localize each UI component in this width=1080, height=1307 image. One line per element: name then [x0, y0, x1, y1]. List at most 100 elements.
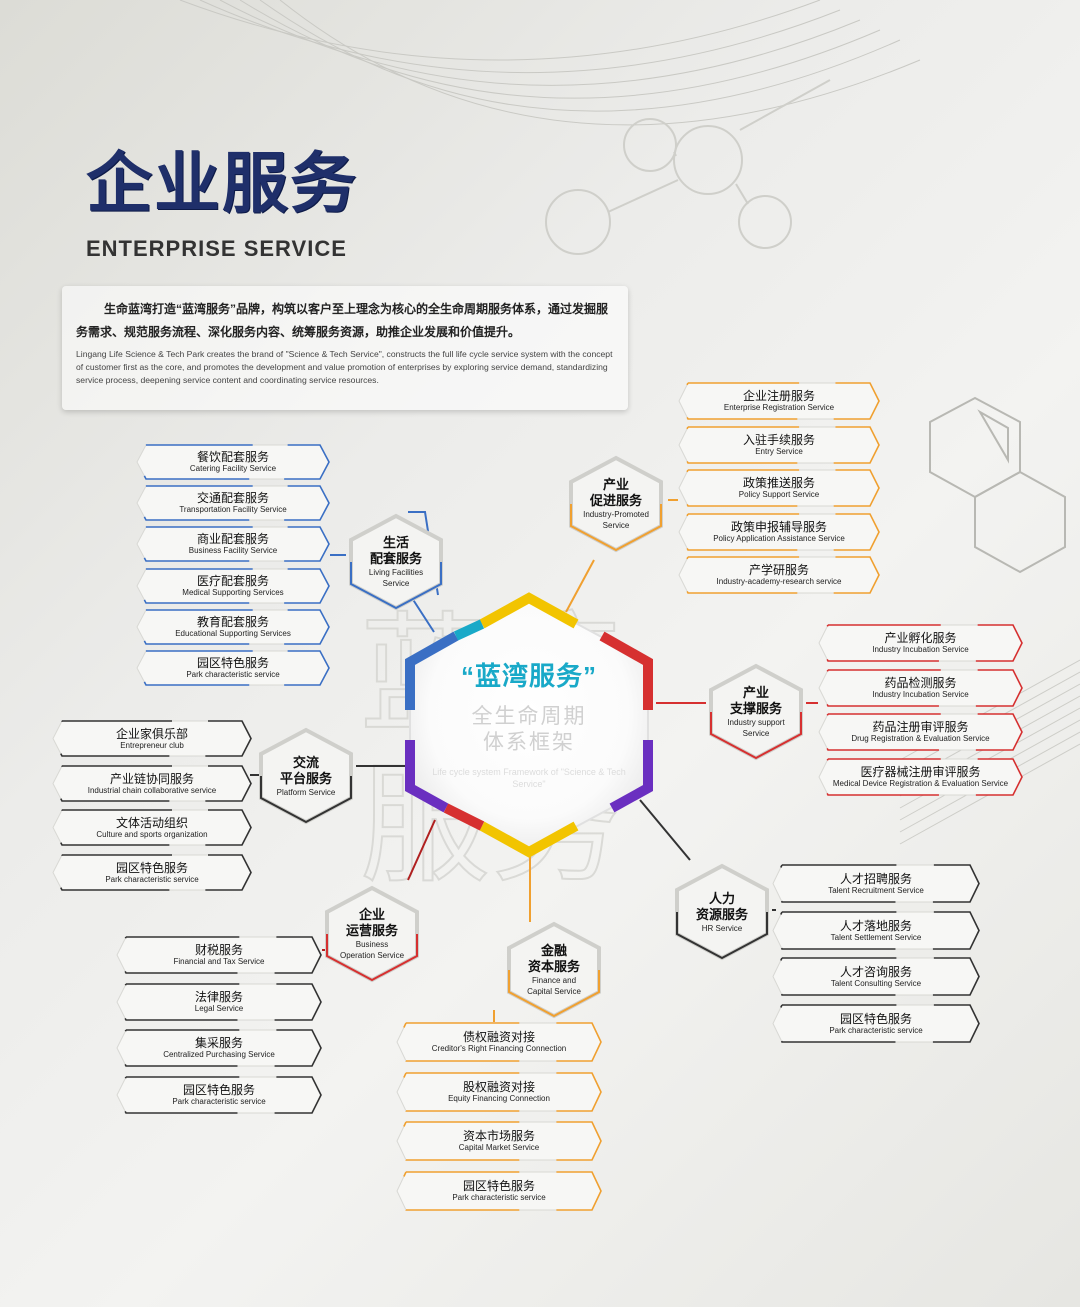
service-box-frame — [136, 444, 330, 480]
service-label-cn: 园区特色服务 — [462, 1179, 535, 1193]
hub-subtitle-line-2: Capital Service — [527, 987, 581, 996]
hub-title-line-2: 资本服务 — [527, 959, 580, 974]
hub-title-line-1: 人力 — [708, 890, 735, 906]
service-label-en: Industry Incubation Service — [872, 690, 969, 699]
service-label-cn: 文体活动组织 — [115, 815, 188, 830]
service-label-en: Business Facility Service — [188, 546, 278, 555]
service-label-en: Medical Supporting Services — [182, 588, 284, 597]
hub-subtitle-line-2: Service — [742, 729, 770, 738]
service-box-frame — [678, 382, 880, 420]
service-label-cn: 药品注册审评服务 — [872, 720, 969, 734]
service-label-en: Financial and Tax Service — [173, 957, 265, 966]
service-box-frame — [136, 526, 330, 562]
service-box-frame — [136, 609, 330, 645]
service-label-cn: 政策推送服务 — [742, 476, 815, 490]
service-label-en: Park characteristic service — [186, 670, 280, 679]
service-label-cn: 产业链协同服务 — [109, 771, 194, 786]
service-box-frame — [818, 669, 1023, 707]
service-label-cn: 商业配套服务 — [196, 532, 269, 546]
hub-title-line-1: 金融 — [540, 943, 567, 958]
service-label-en: Legal Service — [194, 1004, 244, 1013]
service-label-cn: 餐饮配套服务 — [196, 450, 269, 464]
service-box-frame — [136, 568, 330, 604]
service-box-frame — [772, 1004, 980, 1043]
service-box-frame — [52, 720, 252, 757]
service-label-en: Catering Facility Service — [189, 464, 277, 473]
service-label-cn: 园区特色服务 — [115, 860, 188, 875]
hub-hexagon-frame — [349, 513, 443, 611]
service-label-cn: 教育配套服务 — [196, 615, 269, 629]
service-box-frame — [116, 936, 322, 974]
hub-title-line-2: 促进服务 — [589, 493, 642, 508]
hub-hexagon-frame — [507, 921, 601, 1019]
hub-subtitle-line-2: Operation Service — [339, 951, 405, 960]
service-box-frame — [818, 713, 1023, 751]
service-label-cn: 产业孵化服务 — [884, 631, 957, 645]
service-box-frame — [678, 469, 880, 507]
service-label-cn: 园区特色服务 — [196, 656, 269, 670]
core-title: “蓝湾服务” — [460, 661, 597, 691]
service-box-frame — [772, 864, 980, 903]
service-label-cn: 园区特色服务 — [839, 1011, 912, 1026]
service-box-frame — [52, 809, 252, 846]
intro-text-cn: 生命蓝湾打造“蓝湾服务”品牌，构筑以客户至上理念为核心的全生命周期服务体系，通过… — [76, 302, 609, 339]
service-box-frame — [116, 1029, 322, 1067]
hub-title-line-1: 产业 — [602, 477, 629, 492]
service-label-cn: 药品检测服务 — [884, 676, 957, 690]
service-box-frame — [116, 983, 322, 1021]
service-box-frame — [818, 758, 1023, 796]
hub-hexagon-frame — [569, 455, 663, 553]
service-label-cn: 财税服务 — [194, 943, 243, 957]
intro-text-en: Lingang Life Science & Tech Park creates… — [76, 349, 613, 385]
hub-subtitle-line-1: Platform Service — [276, 787, 336, 797]
service-label-en: Policy Support Service — [738, 490, 820, 499]
service-label-en: Industrial chain collaborative service — [87, 785, 217, 795]
service-label-cn: 政策申报辅导服务 — [730, 520, 827, 534]
hub-title-line-1: 生活 — [382, 535, 409, 550]
service-label-cn: 资本市场服务 — [462, 1129, 535, 1143]
hub-hexagon-frame — [709, 663, 803, 761]
service-label-cn: 法律服务 — [194, 990, 243, 1004]
service-box-frame — [678, 556, 880, 594]
service-label-cn: 企业家俱乐部 — [115, 726, 188, 741]
service-label-en: Talent Consulting Service — [830, 978, 922, 988]
service-box-frame — [396, 1072, 602, 1112]
service-box-frame — [52, 854, 252, 891]
service-label-cn: 入驻手续服务 — [742, 433, 815, 447]
hub-subtitle-line-1: Living Facilities — [368, 568, 424, 577]
hub-hexagon-frame — [325, 885, 419, 983]
service-label-en: Park characteristic service — [172, 1097, 266, 1106]
core-subtitle-1: 全生命周期 — [471, 705, 587, 728]
service-label-cn: 园区特色服务 — [182, 1083, 255, 1097]
service-box-frame — [396, 1121, 602, 1161]
service-label-en: Capital Market Service — [458, 1143, 540, 1152]
service-label-en: Entry Service — [755, 447, 803, 456]
service-label-en: Park characteristic service — [452, 1193, 546, 1202]
service-box-frame — [678, 426, 880, 464]
service-label-cn: 人才咨询服务 — [839, 964, 912, 979]
service-label-cn: 产学研服务 — [748, 563, 809, 577]
hub-subtitle-line-1: Business — [355, 940, 389, 949]
service-label-en: Equity Financing Connection — [448, 1094, 550, 1103]
service-box-frame — [396, 1171, 602, 1211]
service-label-en: Park characteristic service — [105, 874, 199, 884]
